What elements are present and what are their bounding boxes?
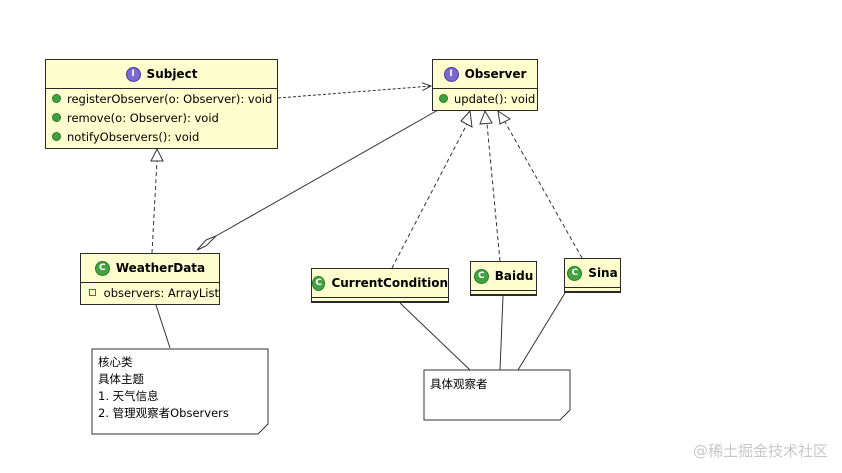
weatherdata-class[interactable]: C WeatherData observers: ArrayList: [80, 253, 220, 305]
public-method-icon: [52, 132, 61, 141]
weatherdata-header: C WeatherData: [81, 254, 219, 282]
note-line: 具体观察者: [430, 377, 488, 391]
realization-head-subject: [150, 147, 164, 162]
method-label: notifyObservers(): void: [67, 129, 200, 144]
method-label: registerObserver(o: Observer): void: [67, 91, 273, 106]
currentcondition-class[interactable]: C CurrentCondition: [311, 268, 449, 303]
note-anchor-weatherdata: [155, 304, 171, 349]
currentcondition-divider: [312, 301, 448, 305]
note-anchor-sina: [517, 292, 566, 371]
public-method-icon: [52, 94, 61, 103]
currentcondition-header: C CurrentCondition: [312, 269, 448, 297]
note-line: 2. 管理观察者Observers: [98, 406, 229, 420]
interface-icon: I: [443, 66, 459, 82]
interface-icon: I: [125, 66, 141, 82]
currentcondition-name: CurrentCondition: [331, 276, 448, 290]
method-label: update(): void: [454, 91, 536, 106]
sina-header: C Sina: [565, 259, 620, 287]
aggregation-diamond: [196, 235, 217, 251]
aggregation-line: [215, 109, 439, 237]
realization-currentcondition: [391, 123, 468, 269]
realization-weatherdata-subject: [151, 159, 158, 254]
subject-method[interactable]: registerObserver(o: Observer): void: [46, 89, 277, 108]
realization-head-baidu: [479, 109, 493, 125]
sina-divider: [565, 287, 620, 288]
note-line: 具体主题: [98, 372, 144, 386]
method-label: remove(o: Observer): void: [67, 110, 219, 125]
baidu-header: C Baidu: [471, 262, 536, 290]
note-anchor-currentcondition: [399, 302, 471, 371]
realization-head-sina: [497, 109, 511, 125]
subject-header: I Subject: [46, 60, 277, 88]
subject-divider: [46, 88, 277, 89]
baidu-divider: [471, 294, 536, 298]
baidu-name: Baidu: [494, 269, 534, 283]
class-icon: C: [567, 265, 583, 281]
sina-class[interactable]: C Sina: [564, 258, 621, 293]
realization-head-currentcondition: [460, 109, 473, 128]
public-method-icon: [52, 113, 61, 122]
observer-header: I Observer: [433, 60, 537, 88]
sina-divider: [565, 291, 620, 295]
weatherdata-name: WeatherData: [115, 261, 206, 275]
subject-interface[interactable]: I Subject registerObserver(o: Observer):…: [45, 59, 278, 149]
dependency-arrow: [277, 86, 431, 99]
weatherdata-divider: [81, 282, 219, 283]
note-line: 核心类: [98, 355, 133, 369]
class-icon: C: [94, 260, 110, 276]
subject-name: Subject: [146, 67, 198, 81]
public-method-icon: [439, 94, 448, 103]
note-observers[interactable]: 具体观察者: [424, 373, 570, 396]
note-anchor-baidu: [499, 295, 504, 371]
realization-baidu: [486, 123, 501, 262]
field-label: observers: ArrayList: [103, 285, 219, 300]
observer-interface[interactable]: I Observer update(): void: [432, 59, 538, 111]
currentcondition-divider: [312, 297, 448, 298]
baidu-divider: [471, 290, 536, 291]
weatherdata-field[interactable]: observers: ArrayList: [81, 283, 219, 302]
sina-name: Sina: [588, 266, 618, 280]
private-field-icon: [89, 289, 96, 296]
subject-method[interactable]: remove(o: Observer): void: [46, 108, 277, 127]
watermark: @稀土掘金技术社区: [692, 442, 828, 460]
note-observers-shape: [423, 369, 571, 421]
note-core[interactable]: 核心类 具体主题 1. 天气信息 2. 管理观察者Observers: [92, 351, 268, 425]
realization-sina: [504, 121, 583, 259]
observer-name: Observer: [464, 67, 527, 81]
observer-divider: [433, 88, 537, 89]
note-line: 1. 天气信息: [98, 389, 159, 403]
baidu-class[interactable]: C Baidu: [470, 261, 537, 296]
note-core-shape: [91, 348, 269, 435]
class-icon: C: [473, 268, 489, 284]
class-icon: C: [312, 275, 326, 291]
subject-method[interactable]: notifyObservers(): void: [46, 127, 277, 146]
observer-method[interactable]: update(): void: [433, 89, 537, 108]
